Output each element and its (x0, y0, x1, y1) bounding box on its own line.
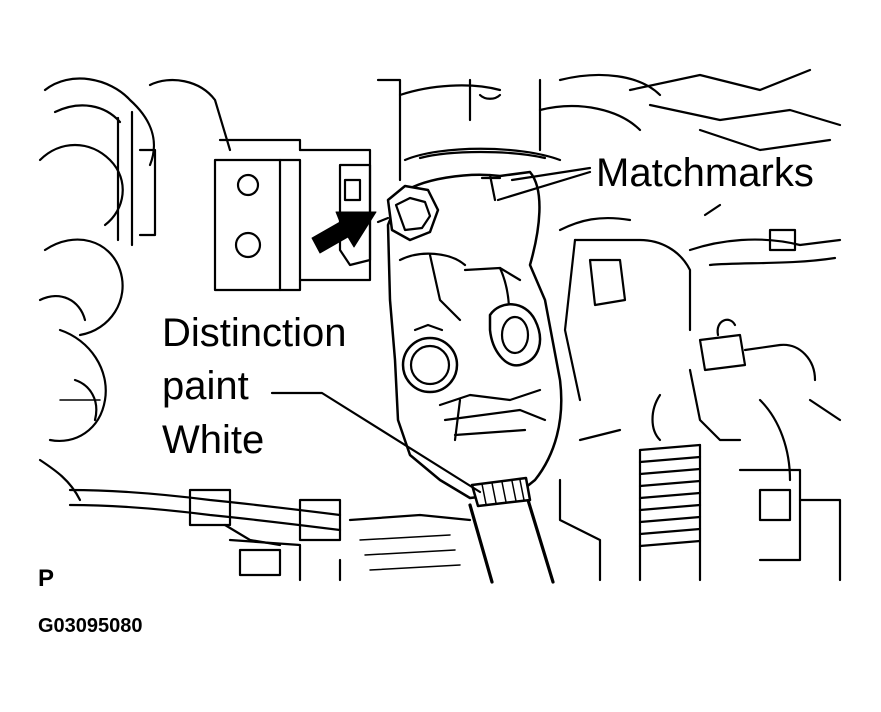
return-spring (638, 393, 702, 582)
distinction-paint-label-line3: White (162, 418, 264, 462)
corner-letter: P (38, 565, 54, 592)
figure-code: G03095080 (38, 615, 143, 637)
callouts (270, 166, 592, 494)
matchmarks-label: Matchmarks (596, 151, 814, 195)
distinction-paint-leader (270, 391, 482, 494)
arrow-right-icon (311, 211, 377, 254)
matchmarks-leader-lower (496, 170, 592, 202)
distinction-paint-label-line1: Distinction (162, 311, 347, 355)
distinction-paint-label-line2: paint (162, 364, 249, 408)
background-linework (38, 68, 842, 582)
universal-joint (376, 170, 563, 584)
matchmarks-leader-upper (510, 166, 592, 182)
yoke-bolt (376, 184, 440, 242)
distinction-paint-band (470, 476, 532, 508)
